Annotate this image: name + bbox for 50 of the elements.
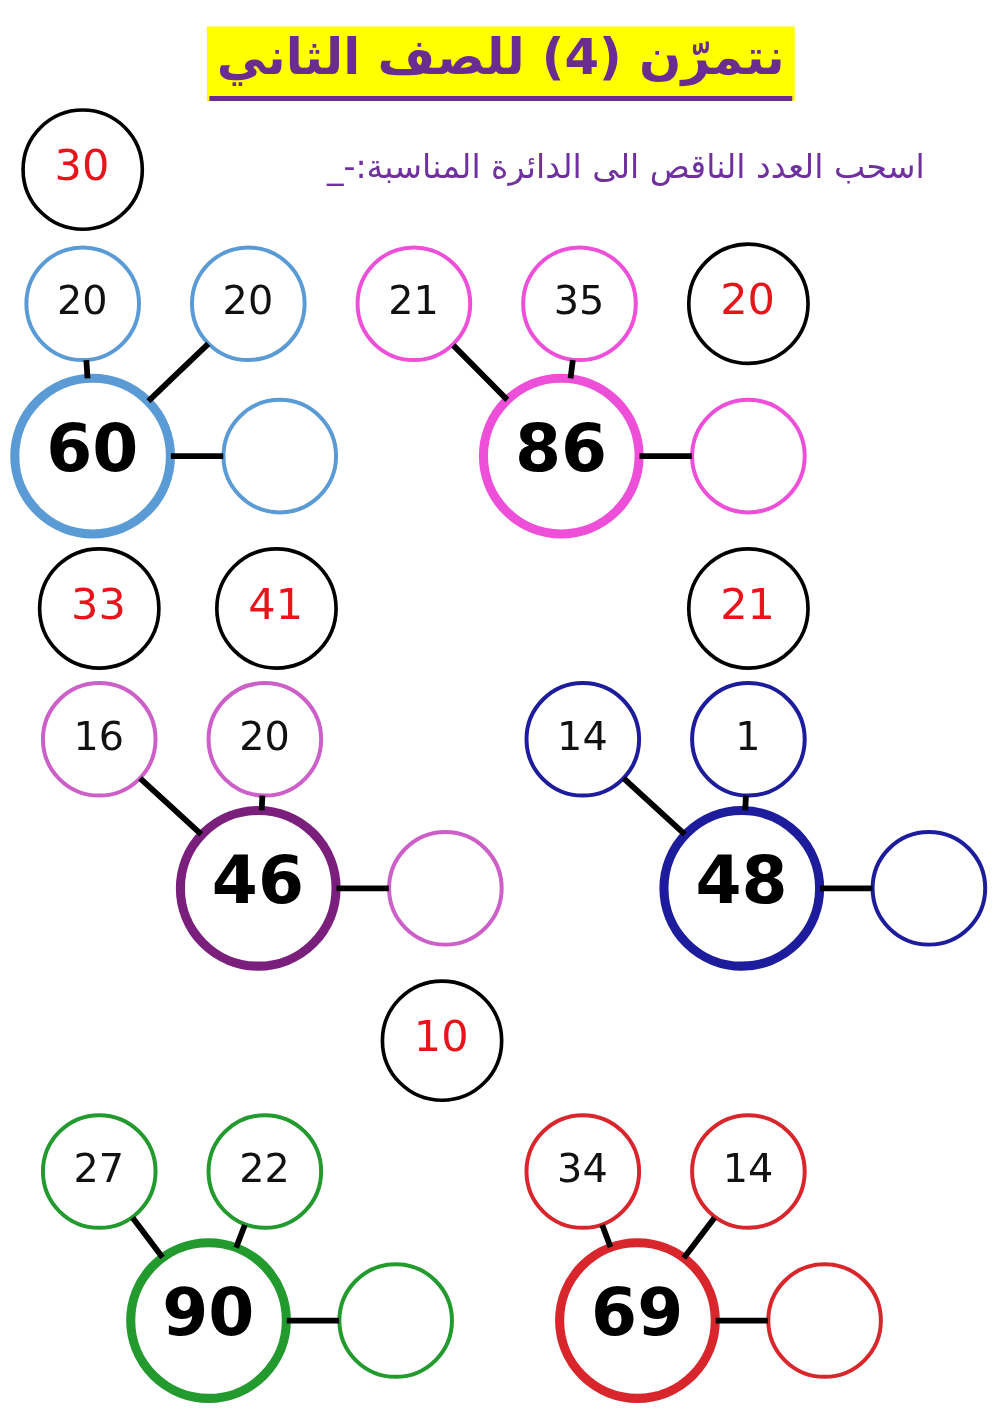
node-circle: 30 bbox=[21, 107, 145, 231]
node-circle: 60 bbox=[10, 373, 175, 538]
connector bbox=[130, 1215, 165, 1259]
connector bbox=[138, 775, 204, 837]
connector bbox=[820, 884, 873, 891]
node-circle: 21 bbox=[355, 244, 473, 362]
node-circle: 20 bbox=[190, 244, 307, 362]
node-circle: 1 bbox=[690, 680, 807, 798]
node-circle: 20 bbox=[24, 244, 141, 362]
node-circle: 27 bbox=[40, 1112, 158, 1230]
connector bbox=[146, 341, 211, 403]
node-circle: 48 bbox=[659, 805, 825, 971]
node-circle: 86 bbox=[478, 373, 644, 538]
node-circle bbox=[690, 397, 807, 514]
node-circle: 21 bbox=[686, 546, 810, 670]
node-circle: 34 bbox=[524, 1112, 642, 1230]
label: اسحب العدد الناقص الى الدائرة المناسبة:-_ bbox=[326, 146, 925, 186]
connector bbox=[170, 452, 224, 459]
node-circle: 35 bbox=[521, 244, 638, 362]
node-circle: 16 bbox=[40, 680, 158, 798]
node-circle bbox=[870, 829, 988, 947]
connector bbox=[567, 359, 576, 379]
node-circle: 14 bbox=[524, 680, 642, 798]
node-circle: 20 bbox=[686, 241, 810, 365]
node-circle: 20 bbox=[206, 680, 324, 798]
node-circle bbox=[766, 1261, 883, 1379]
connector bbox=[336, 884, 389, 891]
connector bbox=[258, 795, 266, 811]
connector bbox=[639, 452, 692, 459]
node-circle bbox=[387, 829, 504, 947]
node-circle: 33 bbox=[37, 546, 161, 670]
connector bbox=[286, 1317, 340, 1323]
connector bbox=[451, 342, 510, 402]
connector bbox=[83, 359, 91, 379]
diagram-title: نتمرّن (4) للصف الثاني bbox=[216, 27, 785, 86]
node-circle bbox=[337, 1261, 454, 1379]
node-circle: 14 bbox=[690, 1112, 807, 1230]
connector bbox=[233, 1223, 248, 1249]
node-circle: 46 bbox=[175, 805, 341, 971]
connector bbox=[742, 795, 749, 811]
connector bbox=[621, 775, 687, 837]
connector bbox=[599, 1223, 614, 1248]
node-circle: 22 bbox=[206, 1112, 324, 1230]
connector bbox=[681, 1215, 717, 1260]
connector bbox=[715, 1317, 768, 1323]
node-circle: 90 bbox=[126, 1237, 291, 1403]
node-circle bbox=[221, 397, 339, 514]
node-circle: 10 bbox=[380, 978, 504, 1102]
node-circle: 69 bbox=[555, 1237, 720, 1403]
node-circle: 41 bbox=[215, 546, 338, 670]
